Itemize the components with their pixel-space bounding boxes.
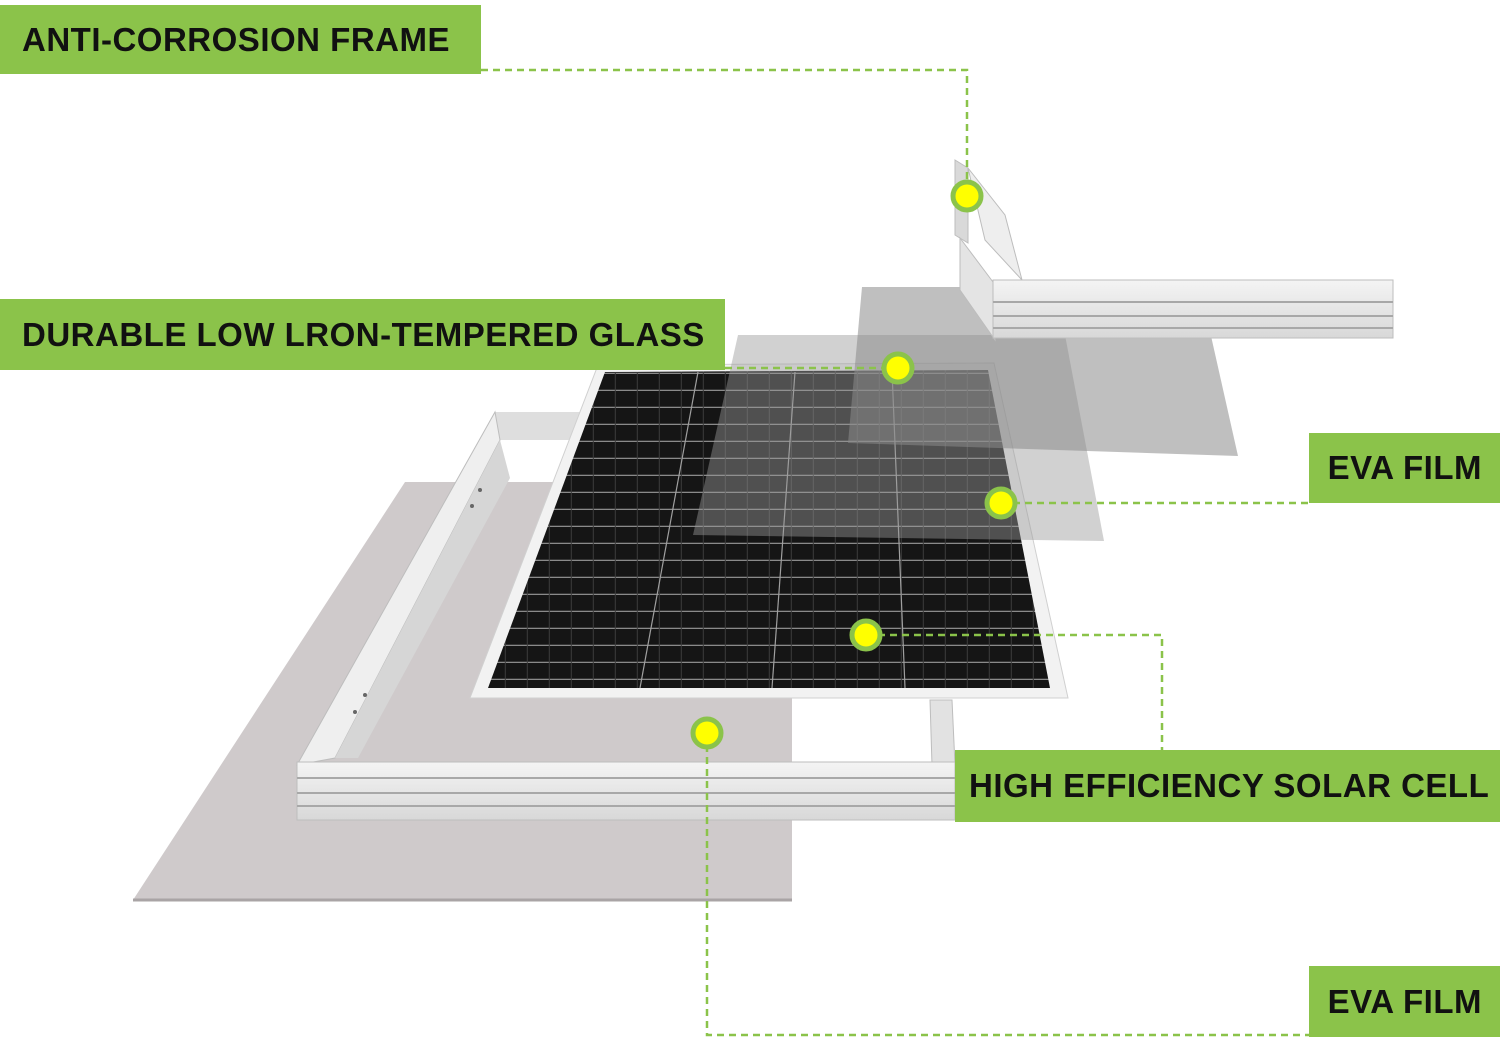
leader-line-cell — [866, 633, 1164, 750]
eva-film-top-label: EVA FILM — [1309, 433, 1500, 503]
marker-eva-bottom — [690, 716, 724, 750]
marker-glass — [881, 351, 915, 385]
marker-cell — [849, 618, 883, 652]
leader-line-eva-bottom — [705, 733, 1309, 1037]
leader-lines — [481, 68, 1309, 1037]
solar-cell-panel — [469, 362, 1069, 699]
tempered-glass-label: DURABLE LOW LRON-TEMPERED GLASS — [0, 299, 725, 370]
anti-corrosion-frame-label: ANTI-CORROSION FRAME — [0, 5, 481, 74]
marker-eva-top — [984, 486, 1018, 520]
marker-frame — [950, 179, 984, 213]
upper-frame-corner — [954, 159, 1394, 342]
leader-line-frame — [481, 68, 969, 196]
lower-frame — [296, 410, 956, 821]
eva-film-bottom-label: EVA FILM — [1309, 966, 1500, 1037]
solar-cell-label: HIGH EFFICIENCY SOLAR CELL — [955, 750, 1500, 822]
